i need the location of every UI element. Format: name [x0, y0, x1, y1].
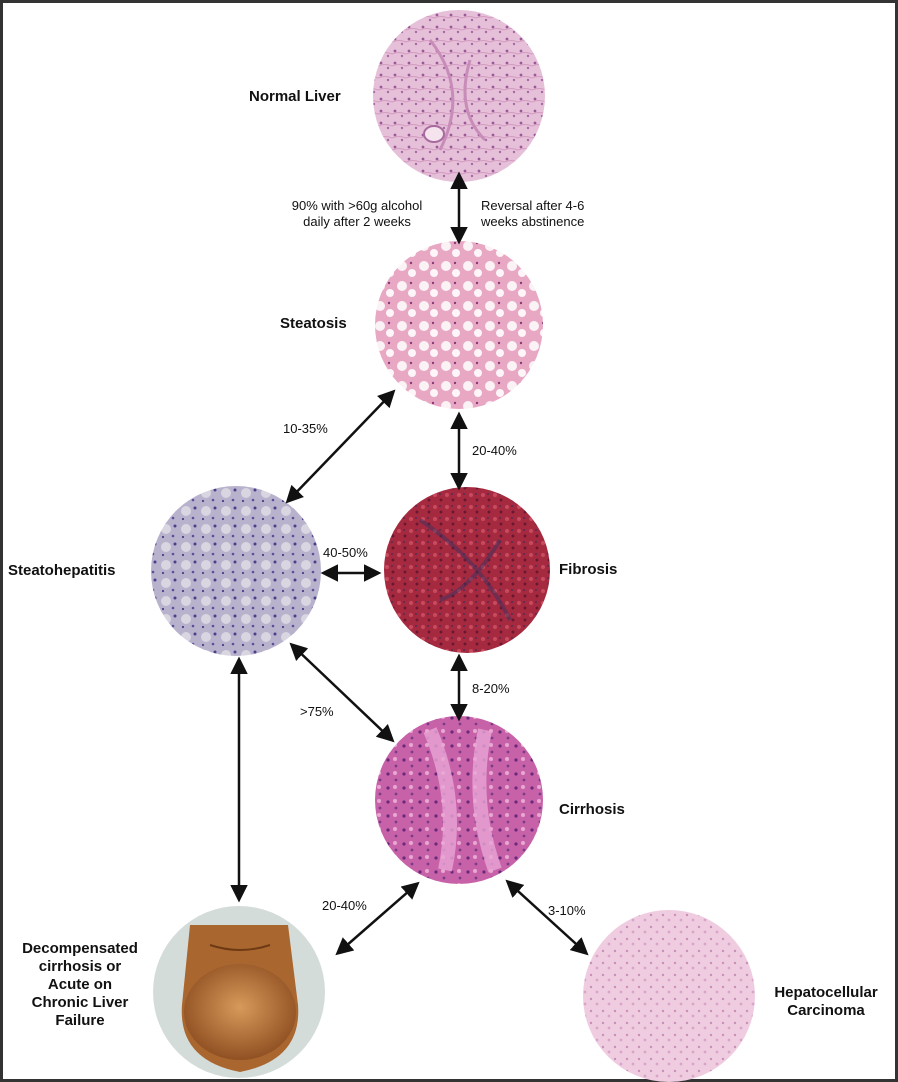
- label-decompensated-line-1: Decompensated: [22, 940, 138, 957]
- label-hepatocellular-carcinoma: Hepatocellular Carcinoma: [758, 984, 894, 1020]
- steatosis-image: [375, 241, 543, 409]
- label-steatosis-to-steatohepatitis: 10-35%: [283, 421, 328, 436]
- label-fibrosis-to-cirrhosis: 8-20%: [472, 681, 510, 696]
- decompensated-abdomen-image: [153, 906, 325, 1078]
- label-decompensated-cirrhosis: Decompensated cirrhosis or Acute on Chro…: [0, 940, 160, 1030]
- hepatocellular-carcinoma-image: [583, 910, 755, 1082]
- label-cirrhosis-to-decompensated: 20-40%: [322, 898, 367, 913]
- arrow-cirrhosis-decompensated: [335, 881, 420, 956]
- label-hcc-line-2: Carcinoma: [787, 1002, 865, 1019]
- label-alcohol-line-2: daily after 2 weeks: [303, 214, 411, 229]
- label-decompensated-line-5: Failure: [55, 1012, 105, 1029]
- label-normal-liver: Normal Liver: [249, 88, 341, 105]
- label-reversal-line-2: weeks abstinence: [481, 214, 585, 229]
- label-steatohepatitis-fibrosis: 40-50%: [323, 545, 368, 560]
- label-reversal-line-1: Reversal after 4-6: [481, 198, 585, 213]
- label-decompensated-line-3: Acute on: [47, 976, 113, 993]
- label-steatohepatitis-to-cirrhosis: >75%: [300, 704, 334, 719]
- label-transition-reversal: Reversal after 4-6 weeks abstinence: [481, 198, 631, 230]
- label-cirrhosis: Cirrhosis: [559, 801, 625, 818]
- arrow-cirrhosis-hcc: [505, 879, 589, 956]
- label-steatosis: Steatosis: [280, 315, 347, 332]
- steatohepatitis-image: [151, 486, 321, 656]
- label-decompensated-line-2: cirrhosis or: [38, 958, 122, 975]
- label-fibrosis: Fibrosis: [559, 561, 618, 578]
- label-decompensated-line-4: Chronic Liver: [31, 994, 129, 1011]
- label-transition-alcohol-intake: 90% with >60g alcohol daily after 2 week…: [276, 198, 438, 230]
- cirrhosis-image: [375, 716, 543, 884]
- fibrosis-image: [384, 487, 550, 653]
- label-hcc-line-1: Hepatocellular: [774, 984, 878, 1001]
- label-steatohepatitis: Steatohepatitis: [8, 562, 116, 579]
- label-steatosis-to-fibrosis: 20-40%: [472, 443, 517, 458]
- arrow-steatosis-steatohepatitis: [285, 389, 396, 504]
- label-cirrhosis-to-hcc: 3-10%: [548, 903, 586, 918]
- label-alcohol-line-1: 90% with >60g alcohol: [291, 198, 423, 213]
- arrow-steatohepatitis-cirrhosis: [289, 642, 395, 743]
- normal-liver-image: [373, 10, 545, 182]
